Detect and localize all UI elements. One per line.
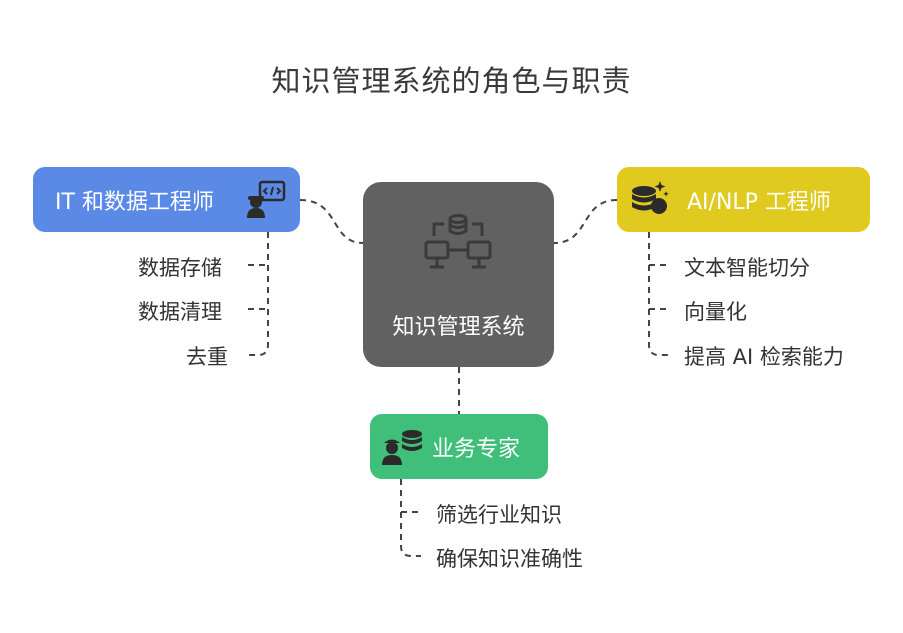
connector-ai-tasks xyxy=(648,232,669,356)
database-network-icon xyxy=(424,214,492,269)
role-box-biz: 业务专家 xyxy=(370,414,548,479)
role-label-ai: AI/NLP 工程师 xyxy=(687,189,831,215)
code-engineer-icon xyxy=(247,180,286,218)
it-task-3: 去重 xyxy=(186,345,228,369)
biz-task-2: 确保知识准确性 xyxy=(436,547,583,571)
biz-task-1: 筛选行业知识 xyxy=(436,503,562,527)
diagram-title: 知识管理系统的角色与职责 xyxy=(271,64,632,98)
connector-it-center xyxy=(299,199,364,244)
it-task-1: 数据存储 xyxy=(138,256,222,280)
ai-task-2: 向量化 xyxy=(684,300,747,324)
center-label: 知识管理系统 xyxy=(392,315,525,340)
ai-task-3: 提高 AI 检索能力 xyxy=(684,345,844,369)
role-label-it: IT 和数据工程师 xyxy=(55,189,214,215)
center-system-box: 知识管理系统 xyxy=(363,182,554,367)
role-label-biz: 业务专家 xyxy=(432,436,521,462)
expert-database-icon xyxy=(382,430,422,465)
it-task-2: 数据清理 xyxy=(138,300,222,324)
connector-it-tasks xyxy=(248,232,269,356)
connector-biz-tasks xyxy=(400,479,421,557)
connector-ai-center xyxy=(553,199,618,244)
database-sparkle-icon xyxy=(632,181,669,214)
ai-task-1: 文本智能切分 xyxy=(684,256,810,280)
